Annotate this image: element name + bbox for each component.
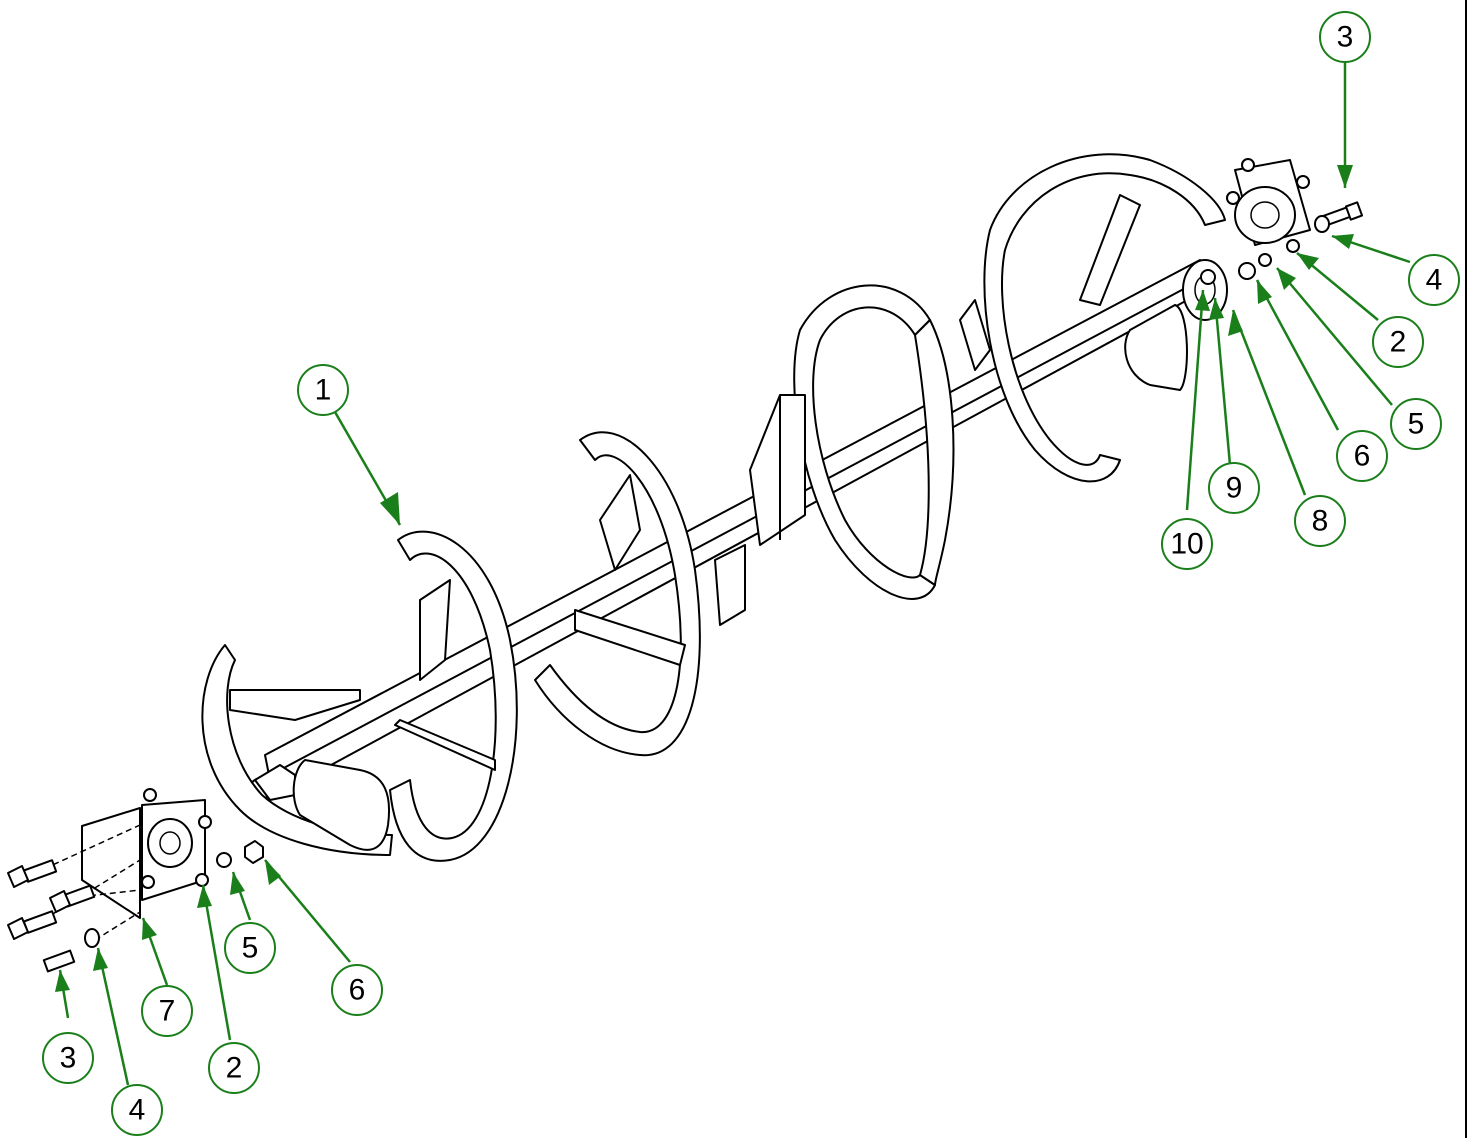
center-hanger <box>714 394 806 626</box>
frame-border <box>1465 0 1467 1138</box>
callout-6-top: 6 <box>1336 430 1388 482</box>
callout-10: 10 <box>1161 518 1213 570</box>
svg-text:8: 8 <box>1312 505 1329 538</box>
callout-4-bottom: 4 <box>111 1084 163 1136</box>
callout-5-top: 5 <box>1390 398 1442 450</box>
flange-bearing-top <box>1226 158 1311 253</box>
svg-text:2: 2 <box>226 1052 243 1085</box>
bottom-bolts <box>7 824 141 973</box>
callout-8: 8 <box>1294 495 1346 547</box>
svg-text:2: 2 <box>1390 326 1407 359</box>
nuts-bottom <box>216 840 264 868</box>
callout-3-top: 3 <box>1319 11 1371 63</box>
svg-text:4: 4 <box>1426 264 1443 297</box>
callout-6-bottom: 6 <box>331 964 383 1016</box>
svg-text:6: 6 <box>349 974 366 1007</box>
callout-2-bottom: 2 <box>208 1042 260 1094</box>
svg-text:4: 4 <box>129 1094 146 1127</box>
right-end-paddle <box>1124 304 1188 391</box>
callouts: 1 3 4 2 5 6 8 9 <box>42 11 1460 1136</box>
nuts-top <box>1200 253 1272 285</box>
callout-3-bottom: 3 <box>42 1032 94 1084</box>
callout-7: 7 <box>141 985 193 1037</box>
auger-flighting <box>201 153 1226 862</box>
callout-1: 1 <box>297 364 349 416</box>
callout-5-bottom: 5 <box>224 922 276 974</box>
svg-text:3: 3 <box>1337 21 1354 54</box>
svg-text:10: 10 <box>1170 528 1203 561</box>
svg-text:3: 3 <box>60 1042 77 1075</box>
callout-2-top: 2 <box>1372 316 1424 368</box>
callout-9: 9 <box>1208 462 1260 514</box>
auger-shaft <box>249 259 1216 801</box>
washer-top <box>1314 215 1330 233</box>
svg-text:6: 6 <box>1354 440 1371 473</box>
svg-text:7: 7 <box>159 995 176 1028</box>
svg-text:5: 5 <box>1408 408 1425 441</box>
left-end-paddle <box>292 759 390 851</box>
svg-text:9: 9 <box>1226 472 1243 505</box>
svg-text:1: 1 <box>315 374 332 407</box>
flange-bearing-bottom <box>141 788 212 901</box>
washer-bottom <box>84 928 100 948</box>
bearing-plate <box>81 807 141 919</box>
auger-paddles <box>229 194 1141 771</box>
callout-4-top: 4 <box>1408 254 1460 306</box>
svg-text:5: 5 <box>242 932 259 965</box>
